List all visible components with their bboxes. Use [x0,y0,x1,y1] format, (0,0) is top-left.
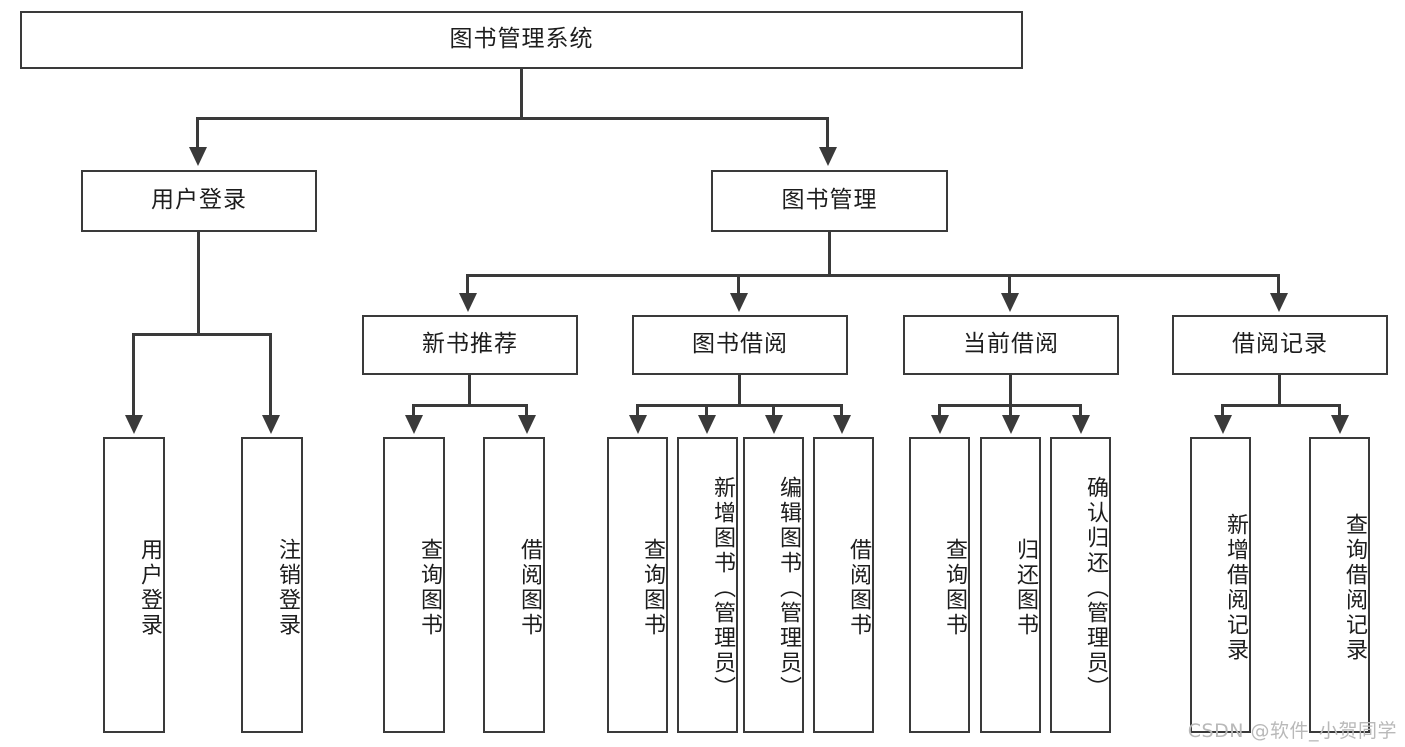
leaf-add-book-admin[interactable]: 新增图书（管理员） [677,437,738,733]
arrow-borrow-record-to-leaf-1 [1214,415,1232,434]
node-borrow-record[interactable]: 借阅记录 [1172,315,1388,375]
leaf-label: 查询借阅记录 [1342,513,1367,663]
edge-new-book-bus [412,404,528,407]
leaf-add-borrow-record[interactable]: 新增借阅记录 [1190,437,1251,733]
node-label: 当前借阅 [963,331,1059,358]
arrow-bm-to-new-book [459,293,477,312]
leaf-query-borrow-record[interactable]: 查询借阅记录 [1309,437,1370,733]
arrow-bm-to-borrow-record [1270,293,1288,312]
leaf-label: 借阅图书 [846,538,871,638]
edge-user-login-to-leaf-1 [132,333,135,417]
node-label: 图书借阅 [692,331,788,358]
edge-new-book-stem [468,375,471,407]
edge-book-management-bus [466,274,1278,277]
node-label: 图书管理 [781,187,878,214]
edge-book-management-stem [828,232,831,276]
edge-user-login-stem [197,232,200,336]
arrow-new-book-to-leaf-1 [405,415,423,434]
leaf-user-logout[interactable]: 注销登录 [241,437,303,733]
leaf-label: 新增借阅记录 [1223,513,1248,663]
edge-borrow-record-to-leaf-2 [1338,404,1341,417]
edge-current-borrow-to-leaf-1 [938,404,941,417]
arrow-new-book-to-leaf-2 [518,415,536,434]
edge-book-borrow-to-leaf-4 [840,404,843,417]
arrow-user-login-to-leaf-1 [125,415,143,434]
leaf-user-login[interactable]: 用户登录 [103,437,165,733]
leaf-label: 查询图书 [640,538,665,638]
node-root-book-management-system[interactable]: 图书管理系统 [20,11,1023,69]
leaf-label: 确认归还（管理员） [1083,475,1108,701]
edge-new-book-to-leaf-2 [525,404,528,417]
edge-borrow-record-to-leaf-1 [1221,404,1224,417]
edge-book-borrow-to-leaf-1 [636,404,639,417]
edge-current-borrow-to-leaf-2 [1009,404,1012,417]
arrow-book-borrow-to-leaf-2 [698,415,716,434]
leaf-label: 用户登录 [137,538,162,638]
node-new-book-recommend[interactable]: 新书推荐 [362,315,578,375]
edge-bm-to-current-borrow [1008,274,1011,296]
arrow-book-borrow-to-leaf-3 [765,415,783,434]
arrow-current-borrow-to-leaf-3 [1072,415,1090,434]
edge-book-borrow-stem [738,375,741,407]
leaf-label: 借阅图书 [517,538,542,638]
leaf-confirm-return-admin[interactable]: 确认归还（管理员） [1050,437,1111,733]
leaf-label: 查询图书 [417,538,442,638]
edge-current-borrow-to-leaf-3 [1079,404,1082,417]
node-book-management[interactable]: 图书管理 [711,170,948,232]
leaf-label: 查询图书 [942,538,967,638]
leaf-label: 注销登录 [275,538,300,638]
node-user-login[interactable]: 用户登录 [81,170,317,232]
leaf-borrow-book[interactable]: 借阅图书 [813,437,874,733]
arrow-root-to-book-management [819,147,837,166]
node-label: 借阅记录 [1232,331,1328,358]
edge-root-stem [520,69,523,119]
node-current-borrow[interactable]: 当前借阅 [903,315,1119,375]
edge-root-bus [196,117,828,120]
edge-book-borrow-bus [636,404,843,407]
arrow-current-borrow-to-leaf-1 [931,415,949,434]
node-label: 图书管理系统 [449,26,594,53]
edge-new-book-to-leaf-1 [412,404,415,417]
edge-user-login-bus [132,333,271,336]
leaf-label: 归还图书 [1013,538,1038,638]
leaf-label: 新增图书（管理员） [710,475,735,701]
node-label: 用户登录 [151,187,247,214]
leaf-label: 编辑图书（管理员） [776,475,801,701]
arrow-borrow-record-to-leaf-2 [1331,415,1349,434]
edge-bm-to-book-borrow [737,274,740,296]
edge-bm-to-borrow-record [1277,274,1280,296]
watermark: CSDN @软件_小贺同学 [1187,720,1397,742]
leaf-borrow-book-recommend[interactable]: 借阅图书 [483,437,545,733]
arrow-root-to-user-login [189,147,207,166]
edge-bm-to-new-book [466,274,469,296]
edge-user-login-to-leaf-2 [269,333,272,417]
edge-borrow-record-stem [1278,375,1281,407]
edge-root-to-book-management [826,117,829,149]
leaf-query-book-borrow[interactable]: 查询图书 [607,437,668,733]
arrow-book-borrow-to-leaf-4 [833,415,851,434]
leaf-query-book-current[interactable]: 查询图书 [909,437,970,733]
arrow-bm-to-book-borrow [730,293,748,312]
arrow-bm-to-current-borrow [1001,293,1019,312]
node-book-borrow[interactable]: 图书借阅 [632,315,848,375]
leaf-return-book[interactable]: 归还图书 [980,437,1041,733]
arrow-user-login-to-leaf-2 [262,415,280,434]
arrow-book-borrow-to-leaf-1 [629,415,647,434]
arrow-current-borrow-to-leaf-2 [1002,415,1020,434]
leaf-edit-book-admin[interactable]: 编辑图书（管理员） [743,437,804,733]
edge-borrow-record-bus [1221,404,1341,407]
edge-current-borrow-stem [1009,375,1012,407]
node-label: 新书推荐 [422,331,518,358]
edge-book-borrow-to-leaf-3 [772,404,775,417]
leaf-query-book-recommend[interactable]: 查询图书 [383,437,445,733]
edge-book-borrow-to-leaf-2 [705,404,708,417]
edge-root-to-user-login [196,117,199,149]
